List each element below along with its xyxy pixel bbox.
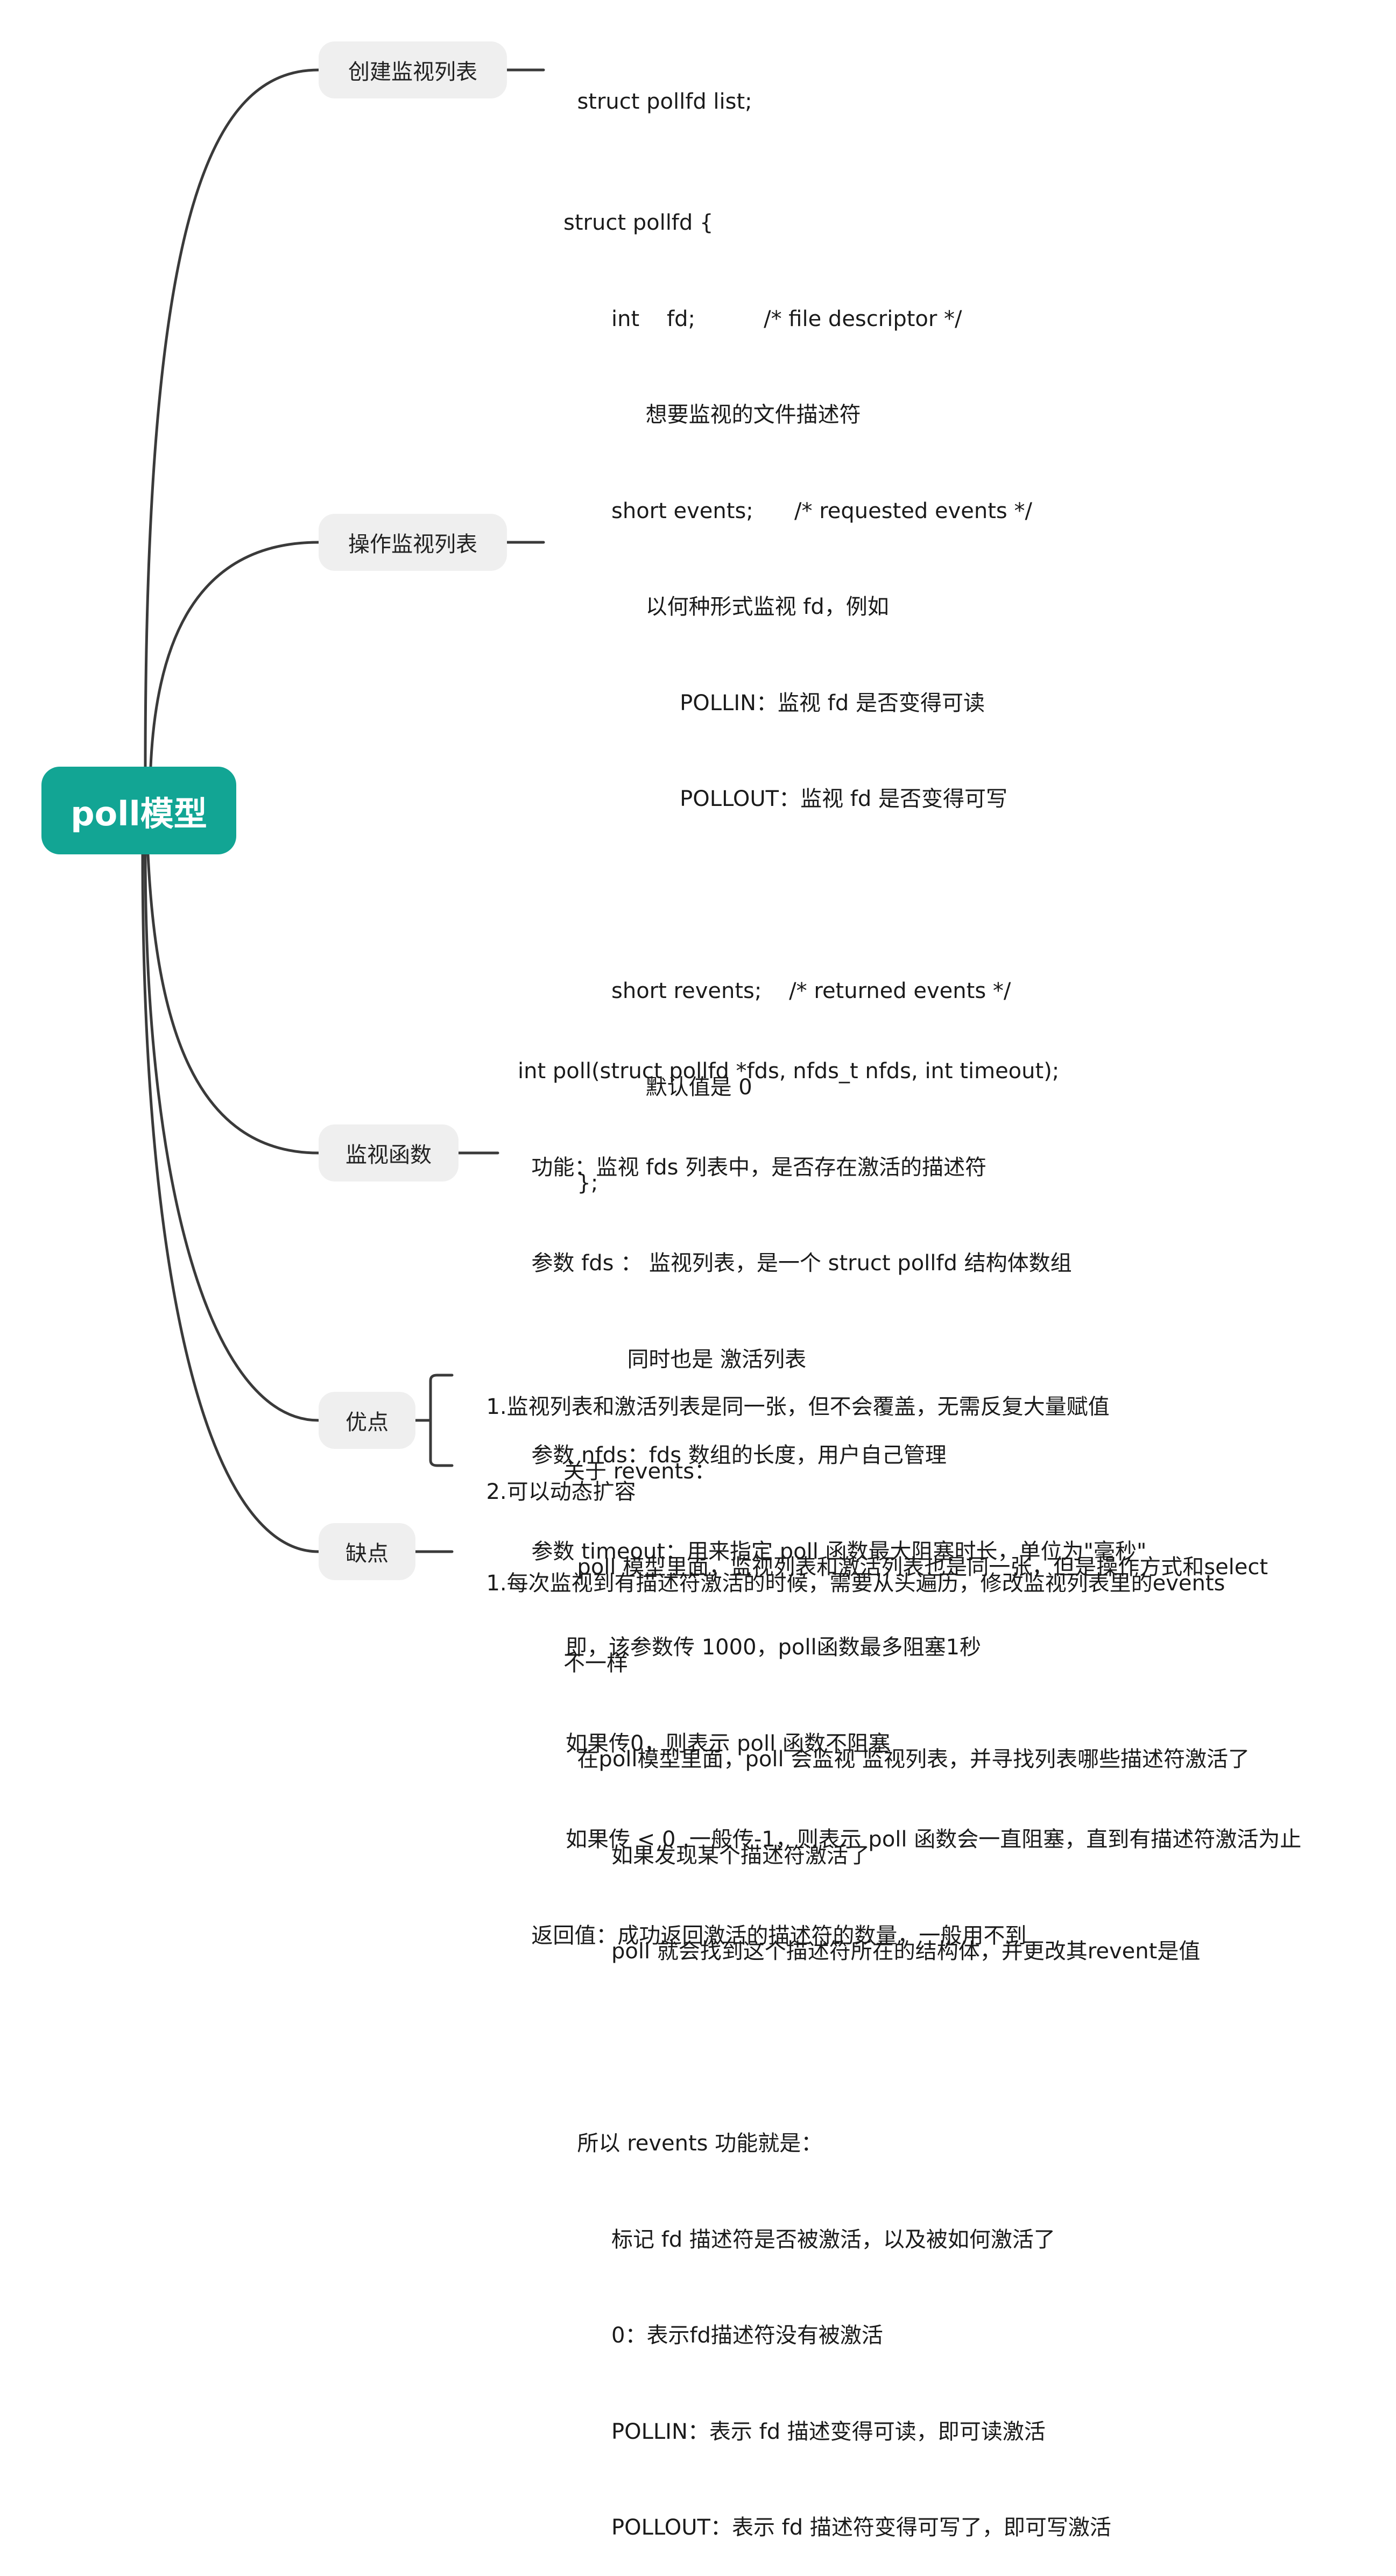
content-line: 如果传0，则表示 poll 函数不阻塞: [518, 1731, 890, 1756]
content-create-watch-list: struct pollfd list;: [563, 54, 752, 118]
topic-label: 操作监视列表: [348, 532, 477, 557]
content-line: short events; /* requested events */: [563, 498, 1032, 523]
content-line: POLLOUT：监视 fd 是否变得可写: [563, 787, 1007, 811]
content-line: 功能：监视 fds 列表中，是否存在激活的描述符: [518, 1155, 987, 1180]
topic-advantages[interactable]: 优点: [319, 1392, 415, 1449]
content-line: short revents; /* returned events */: [563, 979, 1011, 1003]
connector-lines: [141, 68, 545, 1553]
topic-label: 监视函数: [346, 1143, 432, 1167]
content-line: 参数 fds ： 监视列表，是一个 struct pollfd 结构体数组: [518, 1251, 1072, 1276]
content-line: };: [563, 1171, 598, 1195]
content-line: 想要监视的文件描述符: [563, 402, 861, 427]
advantage-item-1: 1.监视列表和激活列表是同一张，但不会覆盖，无需反复大量赋值: [473, 1359, 1110, 1423]
content-line: 即，该参数传 1000，poll函数最多阻塞1秒: [518, 1635, 982, 1660]
content-line: 1.监视列表和激活列表是同一张，但不会覆盖，无需反复大量赋值: [486, 1394, 1110, 1419]
root-node[interactable]: poll模型: [41, 767, 236, 854]
content-line: struct pollfd {: [563, 210, 714, 235]
content-line: 关于 revents：: [563, 1459, 716, 1484]
disadvantage-item-1: 1.每次监视到有描述符激活的时候，需要从头遍历，修改监视列表里的events: [473, 1535, 1225, 1600]
advantage-item-2: 2.可以动态扩容: [473, 1444, 636, 1508]
link-root-topic-4: [144, 853, 320, 1422]
root-label: poll模型: [70, 794, 207, 833]
content-line: POLLOUT：表示 fd 描述符变得可写了，即可写激活: [563, 2515, 1111, 2540]
topic-create-watch-list[interactable]: 创建监视列表: [319, 41, 507, 98]
content-line: 0：表示fd描述符没有被激活: [563, 2323, 883, 2348]
content-line: 返回值：成功返回激活的描述符的数量，一般用不到: [518, 1923, 1027, 1948]
content-line: int fd; /* file descriptor */: [563, 306, 962, 331]
content-line: 标记 fd 描述符是否被激活，以及被如何激活了: [563, 2227, 1055, 2252]
link-topic-4-bracket: [414, 1374, 454, 1467]
topic-watch-function[interactable]: 监视函数: [319, 1124, 459, 1181]
content-line: 1.每次监视到有描述符激活的时候，需要从头遍历，修改监视列表里的events: [486, 1570, 1225, 1596]
topic-disadvantages[interactable]: 缺点: [319, 1523, 415, 1580]
topic-operate-watch-list[interactable]: 操作监视列表: [319, 514, 507, 571]
content-line: poll 模型里面，监视列表和激活列表也是同一张，但是操作方式和select: [563, 1555, 1268, 1580]
link-root-topic-1: [144, 68, 320, 768]
content-line: 同时也是 激活列表: [518, 1347, 807, 1372]
content-line: [563, 2032, 1268, 2064]
topic-label: 优点: [346, 1410, 389, 1435]
link-root-topic-5: [141, 853, 320, 1553]
link-root-topic-3: [146, 853, 320, 1155]
content-line: 参数 nfds：fds 数组的长度，用户自己管理: [518, 1443, 947, 1468]
topic-label: 缺点: [346, 1541, 389, 1566]
topic-label: 创建监视列表: [348, 60, 477, 84]
content-line: POLLIN：表示 fd 描述变得可读，即可读激活: [563, 2419, 1046, 2444]
content-line: 所以 revents 功能就是：: [563, 2131, 823, 2156]
content-line: 以何种形式监视 fd，例如: [563, 595, 889, 619]
content-line: 参数 timeout：用来指定 poll 函数最大阻塞时长，单位为"毫秒": [518, 1539, 1147, 1564]
content-line: POLLIN：监视 fd 是否变得可读: [563, 690, 985, 716]
content-line: struct pollfd list;: [577, 89, 752, 114]
content-line: [563, 880, 1268, 912]
content-line: 2.可以动态扩容: [486, 1479, 636, 1504]
link-root-topic-2: [149, 541, 320, 768]
content-line: 如果传 < 0 ,一般传-1，则表示 poll 函数会一直阻塞，直到有描述符激活…: [518, 1827, 1302, 1852]
content-line: int poll(struct pollfd *fds, nfds_t nfds…: [518, 1059, 1060, 1084]
content-line: 默认值是 0: [563, 1074, 752, 1100]
